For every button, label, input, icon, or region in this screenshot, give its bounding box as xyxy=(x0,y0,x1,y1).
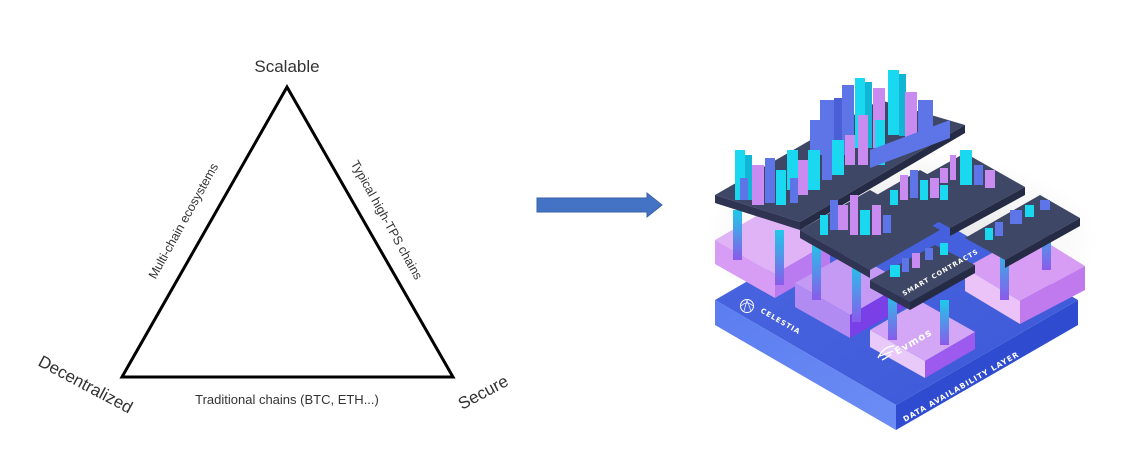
edge-label-traditional: Traditional chains (BTC, ETH...) xyxy=(195,392,379,407)
evmos-logo-icon xyxy=(877,345,895,361)
vertex-label-secure: Secure xyxy=(455,371,511,413)
transition-arrow xyxy=(536,191,663,219)
city-buildings xyxy=(735,70,1050,277)
celestia-logo-icon xyxy=(740,299,754,313)
trilemma-triangle xyxy=(119,83,456,379)
vertex-label-decentralized: Decentralized xyxy=(35,352,136,418)
trilemma-diagram: Scalable Decentralized Secure Multi-chai… xyxy=(35,57,511,417)
vertex-label-scalable: Scalable xyxy=(254,57,319,76)
modular-blockchain-illustration: DATA AVAILABILITY LAYER CELESTIA xyxy=(700,70,1100,430)
